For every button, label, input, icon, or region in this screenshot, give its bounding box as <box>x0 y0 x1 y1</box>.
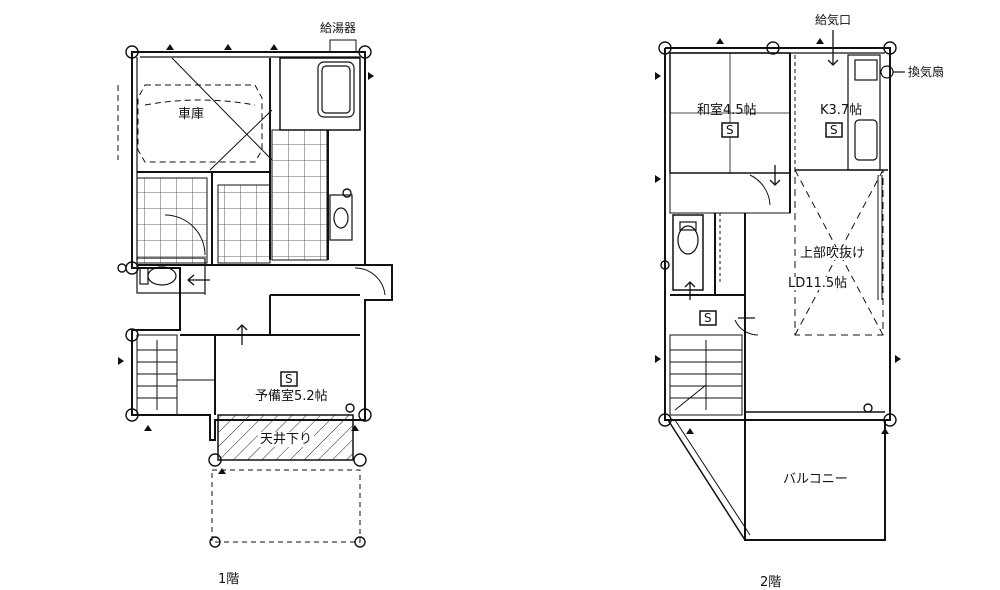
floor1-stairs <box>136 334 215 416</box>
ld-label: LD11.5帖 <box>788 276 848 291</box>
storage-mark-washitsu: S <box>726 123 734 137</box>
kitchen-label: K3.7帖 <box>820 103 863 118</box>
storage-mark-kitchen: S <box>830 123 838 137</box>
washitsu-label: 和室4.5帖 <box>697 103 757 118</box>
floor2-plan <box>655 30 905 541</box>
water-heater-label: 給湯器 <box>320 21 357 35</box>
garage-label: 車庫 <box>178 107 205 122</box>
storage-mark-hall: S <box>704 311 712 325</box>
floor2-columns <box>658 41 897 427</box>
spare-room-label: 予備室5.2帖 <box>255 389 328 404</box>
storage-markers <box>280 122 843 387</box>
floor1-caption: 1階 <box>218 572 240 587</box>
floor2-caption: 2階 <box>760 575 782 590</box>
air-intake-label: 給気口 <box>815 13 852 27</box>
void-above-label: 上部吹抜け <box>800 246 866 261</box>
void-outline <box>794 169 884 336</box>
storage-mark-spare: S <box>285 372 293 386</box>
garage-car-outline <box>117 84 263 163</box>
floor2-stairs <box>669 334 743 416</box>
balcony-label: バルコニー <box>783 472 848 487</box>
ventilation-fan-label: 換気扇 <box>908 65 945 79</box>
floor1-plan <box>117 39 393 548</box>
ceiling-lowered-label: 天井下り <box>258 432 315 447</box>
floor1-columns <box>117 45 372 548</box>
